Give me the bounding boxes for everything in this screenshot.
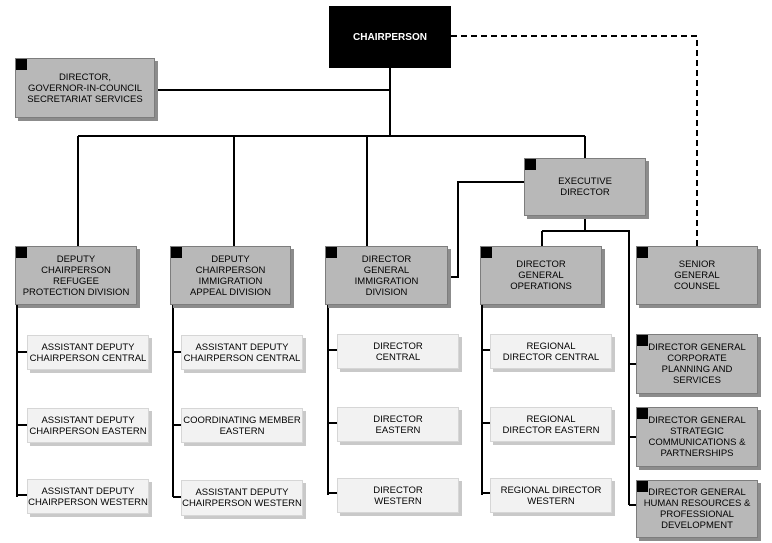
appeal-sub-box-western: ASSISTANT DEPUTY CHAIRPERSON WESTERN bbox=[181, 480, 303, 516]
dg-corporate-planning-box: DIRECTOR GENERAL CORPORATE PLANNING AND … bbox=[636, 334, 758, 394]
appeal-division-box: DEPUTY CHAIRPERSON IMMIGRATION APPEAL DI… bbox=[170, 246, 291, 305]
appeal-sub-label: ASSISTANT DEPUTY CHAIRPERSON CENTRAL bbox=[183, 341, 301, 364]
refugee-sub-box-central: ASSISTANT DEPUTY CHAIRPERSON CENTRAL bbox=[27, 335, 149, 370]
appeal-division-label: DEPUTY CHAIRPERSON IMMIGRATION APPEAL DI… bbox=[190, 253, 271, 298]
immigration-sub-label: DIRECTOR CENTRAL bbox=[373, 340, 423, 363]
box-marker bbox=[637, 408, 648, 419]
operations-sub-box-western: REGIONAL DIRECTOR WESTERN bbox=[490, 478, 612, 513]
immigration-sub-label: DIRECTOR EASTERN bbox=[373, 413, 423, 436]
appeal-sub-label: COORDINATING MEMBER EASTERN bbox=[183, 414, 301, 437]
dg-human-resources-box: DIRECTOR GENERAL HUMAN RESOURCES & PROFE… bbox=[636, 480, 758, 538]
operations-sub-box-central: REGIONAL DIRECTOR CENTRAL bbox=[490, 334, 612, 369]
chairperson-label: CHAIRPERSON bbox=[353, 31, 427, 43]
operations-sub-box-eastern: REGIONAL DIRECTOR EASTERN bbox=[490, 407, 612, 442]
operations-box: DIRECTOR GENERAL OPERATIONS bbox=[480, 246, 602, 305]
executive-director-label: EXECUTIVE DIRECTOR bbox=[558, 176, 612, 198]
right-column-label: DIRECTOR GENERAL STRATEGIC COMMUNICATION… bbox=[648, 415, 746, 459]
operations-label: DIRECTOR GENERAL OPERATIONS bbox=[510, 259, 572, 292]
refugee-sub-label: ASSISTANT DEPUTY CHAIRPERSON CENTRAL bbox=[29, 341, 147, 364]
immigration-division-box: DIRECTOR GENERAL IMMIGRATION DIVISION bbox=[325, 246, 448, 305]
senior-general-counsel-box: SENIOR GENERAL COUNSEL bbox=[636, 246, 758, 305]
right-column-label: DIRECTOR GENERAL CORPORATE PLANNING AND … bbox=[648, 342, 746, 386]
operations-sub-label: REGIONAL DIRECTOR CENTRAL bbox=[502, 340, 600, 363]
box-marker bbox=[16, 59, 27, 70]
chairperson-box: CHAIRPERSON bbox=[329, 6, 451, 68]
refugee-sub-box-eastern: ASSISTANT DEPUTY CHAIRPERSON EASTERN bbox=[27, 408, 149, 443]
director-gic-label: DIRECTOR, GOVERNOR-IN-COUNCIL SECRETARIA… bbox=[27, 71, 143, 105]
refugee-division-label: DEPUTY CHAIRPERSON REFUGEE PROTECTION DI… bbox=[22, 253, 130, 298]
refugee-division-box: DEPUTY CHAIRPERSON REFUGEE PROTECTION DI… bbox=[15, 246, 137, 305]
immigration-sub-box-western: DIRECTOR WESTERN bbox=[337, 478, 459, 513]
appeal-sub-box-eastern: COORDINATING MEMBER EASTERN bbox=[181, 408, 303, 443]
senior-general-counsel-label: SENIOR GENERAL COUNSEL bbox=[674, 259, 720, 292]
director-gic-box: DIRECTOR, GOVERNOR-IN-COUNCIL SECRETARIA… bbox=[15, 58, 155, 118]
appeal-sub-box-central: ASSISTANT DEPUTY CHAIRPERSON CENTRAL bbox=[181, 335, 303, 370]
box-marker bbox=[637, 335, 648, 346]
refugee-sub-label: ASSISTANT DEPUTY CHAIRPERSON WESTERN bbox=[28, 485, 148, 508]
immigration-sub-box-eastern: DIRECTOR EASTERN bbox=[337, 407, 459, 442]
appeal-sub-label: ASSISTANT DEPUTY CHAIRPERSON WESTERN bbox=[182, 487, 302, 509]
box-marker bbox=[525, 159, 536, 170]
box-marker bbox=[326, 247, 337, 258]
box-marker bbox=[481, 247, 492, 258]
operations-sub-label: REGIONAL DIRECTOR WESTERN bbox=[500, 484, 602, 507]
right-column-label: DIRECTOR GENERAL HUMAN RESOURCES & PROFE… bbox=[643, 487, 751, 531]
box-marker bbox=[16, 247, 27, 258]
dg-strategic-communications-box: DIRECTOR GENERAL STRATEGIC COMMUNICATION… bbox=[636, 407, 758, 467]
box-marker bbox=[637, 247, 648, 258]
immigration-sub-label: DIRECTOR WESTERN bbox=[373, 484, 423, 507]
refugee-sub-box-western: ASSISTANT DEPUTY CHAIRPERSON WESTERN bbox=[27, 479, 149, 514]
immigration-division-label: DIRECTOR GENERAL IMMIGRATION DIVISION bbox=[354, 253, 419, 298]
immigration-sub-box-central: DIRECTOR CENTRAL bbox=[337, 334, 459, 369]
executive-director-box: EXECUTIVE DIRECTOR bbox=[524, 158, 646, 216]
operations-sub-label: REGIONAL DIRECTOR EASTERN bbox=[502, 413, 600, 436]
refugee-sub-label: ASSISTANT DEPUTY CHAIRPERSON EASTERN bbox=[29, 414, 147, 437]
box-marker bbox=[171, 247, 182, 258]
box-marker bbox=[637, 481, 648, 492]
